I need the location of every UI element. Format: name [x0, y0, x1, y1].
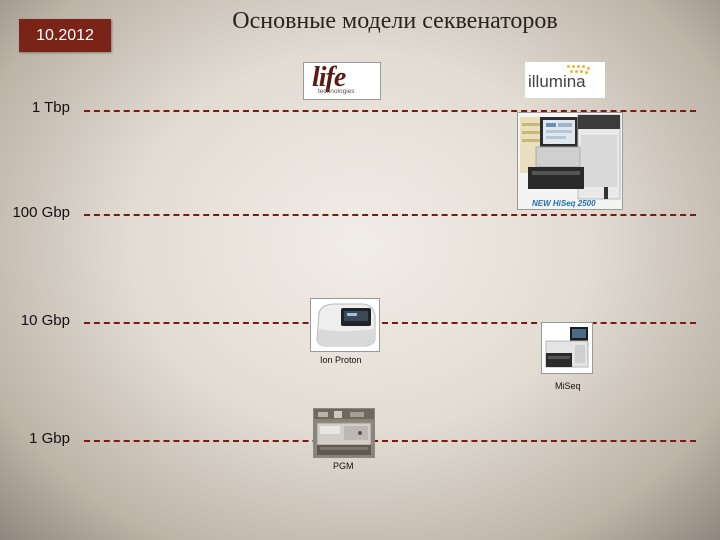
pgm-device — [313, 408, 375, 458]
miseq-illustration — [542, 323, 592, 373]
life-logo-subtext: technologies — [318, 88, 355, 95]
level-label-1tbp: 1 Tbp — [31, 99, 70, 116]
level-label-10gbp: 10 Gbp — [20, 312, 70, 329]
level-line-100gbp — [84, 214, 696, 216]
level-label-1gbp: 1 Gbp — [29, 430, 70, 447]
miseq-device — [541, 322, 593, 374]
level-label-100gbp: 100 Gbp — [12, 204, 70, 221]
date-badge: 10.2012 — [19, 19, 111, 52]
life-logo-word: life — [312, 62, 346, 93]
ion-proton-illustration — [311, 299, 379, 351]
hiseq-2500-illustration — [518, 113, 622, 209]
pgm-illustration — [314, 409, 374, 457]
illumina-logo: illumina — [525, 62, 605, 98]
miseq-caption: MiSeq — [555, 381, 581, 391]
level-line-10gbp — [84, 322, 696, 324]
life-technologies-logo: life technologies — [303, 62, 381, 100]
page-title: Основные модели секвенаторов — [232, 8, 558, 34]
pgm-caption: PGM — [333, 461, 354, 471]
level-line-1tbp — [84, 110, 696, 112]
hiseq-2500-device: NEW HiSeq 2500 — [517, 112, 623, 210]
illumina-dots-icon — [567, 65, 595, 75]
illumina-logo-word: illumina — [528, 72, 586, 91]
ion-proton-caption: Ion Proton — [320, 355, 362, 365]
ion-proton-device — [310, 298, 380, 352]
hiseq-2500-label: NEW HiSeq 2500 — [532, 199, 596, 208]
level-line-1gbp — [84, 440, 696, 442]
